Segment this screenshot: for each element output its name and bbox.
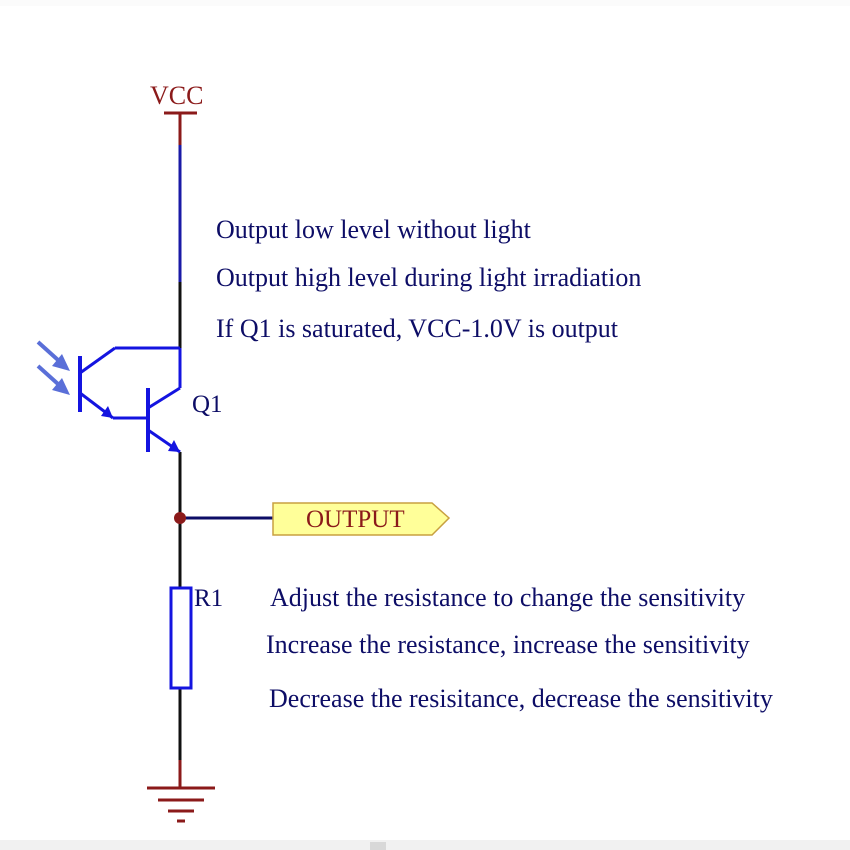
- scroll-nub: [370, 842, 386, 850]
- note-saturated: If Q1 is saturated, VCC-1.0V is output: [216, 314, 619, 343]
- note-adjust: Adjust the resistance to change the sens…: [270, 583, 745, 612]
- light-arrows-icon: [36, 340, 70, 395]
- note-light: Output high level during light irradiati…: [216, 263, 641, 292]
- junction-dot: [174, 512, 186, 524]
- output-port-label: OUTPUT: [306, 506, 405, 533]
- note-increase: Increase the resistance, increase the se…: [266, 630, 750, 659]
- output-port: OUTPUT: [272, 502, 451, 536]
- bottom-edge-strip: [0, 840, 850, 850]
- q1-emitter-arrow-2: [168, 440, 180, 452]
- notes-top: Output low level without light Output hi…: [216, 215, 641, 343]
- top-edge-strip: [0, 0, 850, 6]
- note-decrease: Decrease the resisitance, decrease the s…: [269, 684, 773, 713]
- q1-emitter-arrow-1: [101, 406, 113, 418]
- output-port-shape: [272, 502, 451, 536]
- vcc-power-symbol: VCC: [150, 81, 203, 145]
- ground-icon: [147, 760, 215, 823]
- q1-darlington-phototransistor: [78, 346, 182, 454]
- note-no-light: Output low level without light: [216, 215, 532, 244]
- q1-label: Q1: [192, 391, 223, 418]
- r1-label: R1: [194, 585, 223, 612]
- r1-resistor-body: [169, 586, 193, 690]
- vcc-label: VCC: [150, 81, 203, 110]
- notes-bottom: Adjust the resistance to change the sens…: [266, 583, 773, 713]
